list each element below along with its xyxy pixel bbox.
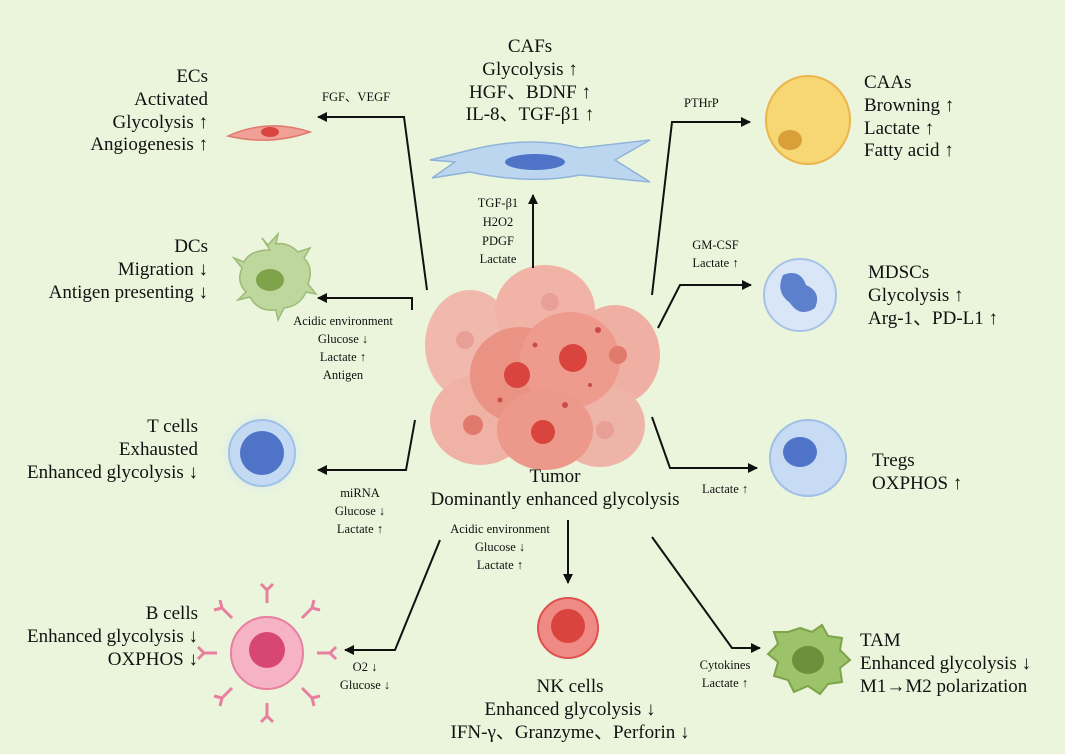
nkcells-signal: Glucose ↓ — [474, 540, 526, 555]
caf-cell-illustration — [429, 139, 651, 183]
ec-cell-illustration — [225, 125, 313, 141]
caas-signal: PTHrP — [684, 96, 719, 110]
bcells-line-0: B cells — [145, 603, 198, 624]
dcs-signal: Lactate ↑ — [319, 350, 367, 365]
tumor-to-cafs-signal: PDGF — [482, 233, 514, 248]
tam-signal: Lactate ↑ — [701, 676, 749, 691]
caas-line-1: Browning ↑ — [864, 94, 955, 116]
dc-cell-illustration — [231, 231, 318, 323]
cafs-line-2: HGF、BDNF ↑ — [469, 81, 591, 103]
tumor-to-cafs-signal: TGF-β1 — [477, 196, 519, 210]
ecs-line-0: ECs — [176, 66, 208, 87]
tumor-to-cafs-signal: Lactate — [479, 252, 517, 267]
tcells-signal: Lactate ↑ — [336, 522, 384, 537]
dcs-signal: Antigen — [322, 368, 364, 383]
ecs-line-2: Glycolysis ↑ — [112, 111, 208, 133]
tumor-label: Tumor Dominantly enhanced glycolysis — [380, 466, 730, 512]
bcells-line-1: Enhanced glycolysis ↓ — [27, 625, 198, 647]
bcells-signal: O2 ↓ — [352, 660, 378, 674]
mdsc-cell-illustration — [763, 258, 837, 332]
caas-line-2: Lactate ↑ — [864, 117, 935, 139]
mdscs-signal: GM-CSF — [692, 238, 739, 252]
dcs-line-0: DCs — [174, 236, 208, 257]
bcells-line-2: OXPHOS ↓ — [107, 648, 198, 670]
tcells-signal: Glucose ↓ — [334, 504, 386, 519]
arrows — [317, 112, 761, 655]
caa-cell-illustration — [765, 75, 851, 165]
mdscs-signals: GM-CSF Lactate ↑ — [678, 236, 753, 272]
dcs-line-2: Antigen presenting ↓ — [48, 281, 208, 303]
mdscs-line-1: Glycolysis ↑ — [868, 284, 964, 306]
ecs-line-1: Activated — [134, 88, 208, 110]
bcells-signals: O2 ↓ Glucose ↓ — [330, 658, 400, 694]
nkcells-line-1: Enhanced glycolysis ↓ — [484, 698, 656, 720]
cafs-label: CAFs Glycolysis ↑ HGF、BDNF ↑ IL-8、TGF-β1… — [400, 36, 660, 127]
dcs-signal: Glucose ↓ — [317, 332, 369, 347]
cafs-line-3: IL-8、TGF-β1 ↑ — [465, 104, 595, 126]
ecs-label: ECs Activated Glycolysis ↑ Angiogenesis … — [40, 66, 208, 157]
nk-cell-illustration — [537, 597, 599, 659]
tcells-signal: miRNA — [340, 486, 380, 500]
tam-cell-illustration — [766, 623, 852, 696]
dcs-line-1: Migration ↓ — [117, 258, 208, 280]
tcells-line-0: T cells — [147, 416, 198, 437]
cafs-line-1: Glycolysis ↑ — [482, 58, 578, 80]
tumor-subtitle: Dominantly enhanced glycolysis — [430, 488, 680, 510]
nkcells-signals: Acidic environment Glucose ↓ Lactate ↑ — [425, 520, 575, 574]
dcs-signal: Acidic environment — [293, 314, 393, 328]
ecs-line-3: Angiogenesis ↑ — [90, 134, 208, 156]
nkcells-label: NK cells Enhanced glycolysis ↓ IFN-γ、Gra… — [380, 676, 760, 744]
tregs-signal: Lactate ↑ — [702, 482, 749, 496]
tumor-illustration — [425, 265, 660, 470]
cafs-line-0: CAFs — [507, 36, 553, 57]
caas-label: CAAs Browning ↑ Lactate ↑ Fatty acid ↑ — [864, 72, 954, 163]
caas-line-0: CAAs — [864, 72, 912, 93]
treg-cell-illustration — [769, 419, 847, 497]
b-cell-illustration — [196, 582, 338, 724]
bcells-signal: Glucose ↓ — [339, 678, 391, 693]
tam-label: TAM Enhanced glycolysis ↓ M1→M2 polariza… — [860, 630, 1031, 698]
t-cell-illustration — [217, 408, 307, 498]
tam-signals: Cytokines Lactate ↑ — [690, 656, 760, 692]
tam-line-0: TAM — [860, 630, 901, 651]
tcells-line-2: Enhanced glycolysis ↓ — [27, 461, 198, 483]
tregs-line-0: Tregs — [872, 450, 915, 471]
tam-line-1: Enhanced glycolysis ↓ — [860, 652, 1031, 674]
mdscs-label: MDSCs Glycolysis ↑ Arg-1、PD-L1 ↑ — [868, 262, 998, 330]
tcells-label: T cells Exhausted Enhanced glycolysis ↓ — [5, 416, 198, 484]
nkcells-line-0: NK cells — [536, 676, 604, 697]
dcs-signals: Acidic environment Glucose ↓ Lactate ↑ A… — [278, 312, 408, 385]
mdscs-signal: Lactate ↑ — [692, 256, 739, 271]
tumor-to-cafs-signals: TGF-β1 H2O2 PDGF Lactate — [463, 194, 533, 269]
mdscs-line-0: MDSCs — [868, 262, 930, 283]
tregs-label: Tregs OXPHOS ↑ — [872, 450, 962, 496]
tam-line-2: M1→M2 polarization — [860, 675, 1028, 697]
nkcells-signal: Acidic environment — [450, 522, 550, 536]
tcells-line-1: Exhausted — [118, 438, 198, 460]
ecs-signal: FGF、VEGF — [322, 90, 391, 104]
tcells-signals: miRNA Glucose ↓ Lactate ↑ — [325, 484, 395, 538]
tam-signal: Cytokines — [699, 658, 751, 672]
bcells-label: B cells Enhanced glycolysis ↓ OXPHOS ↓ — [5, 603, 198, 671]
nkcells-line-2: IFN-γ、Granzyme、Perforin ↓ — [450, 721, 690, 743]
tregs-line-1: OXPHOS ↑ — [872, 472, 963, 494]
dcs-label: DCs Migration ↓ Antigen presenting ↓ — [10, 236, 208, 304]
caas-line-3: Fatty acid ↑ — [864, 140, 954, 162]
nkcells-signal: Lactate ↑ — [476, 558, 524, 573]
mdscs-line-2: Arg-1、PD-L1 ↑ — [868, 307, 999, 329]
tumor-to-cafs-signal: H2O2 — [482, 214, 514, 229]
tumor-title: Tumor — [529, 466, 581, 487]
